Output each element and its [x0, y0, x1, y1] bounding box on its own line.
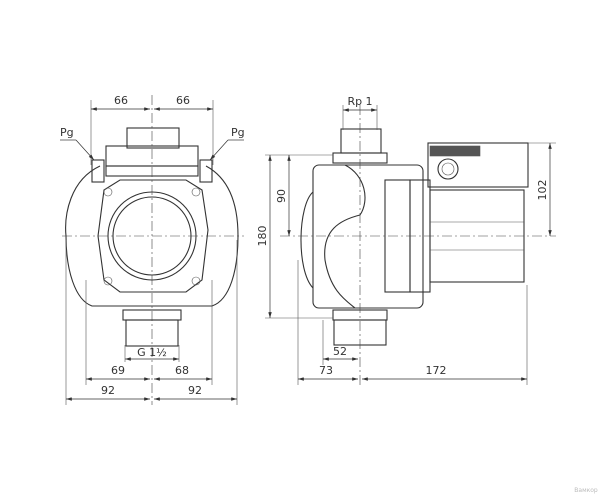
dim-102: 102: [536, 180, 549, 201]
side-body-bulge: [300, 191, 314, 289]
bolt-bottom-left: [103, 276, 113, 286]
front-view: 66 66 Pg Pg G 1½ 69 68 92 92: [60, 94, 245, 405]
pg-leader-left-arrow: [75, 139, 95, 161]
pg-gland-right: [199, 159, 213, 183]
control-box: [427, 142, 529, 188]
dim-66-left: 66: [114, 94, 128, 107]
dim-73: 73: [319, 364, 333, 377]
front-volute: [97, 179, 209, 293]
speed-knob-icon: [437, 158, 459, 180]
pg-label-right: Pg: [231, 126, 245, 139]
dim-92-right: 92: [188, 384, 202, 397]
bolt-top-right: [191, 187, 201, 197]
side-volute-curve: [324, 164, 366, 309]
dim-69: 69: [111, 364, 125, 377]
pg-leader-right-arrow: [209, 139, 229, 161]
dim-52: 52: [333, 345, 347, 358]
side-top-pipe: [340, 128, 382, 154]
thread-rp-label: Rp 1: [347, 95, 372, 108]
side-view: Rp 1 180 90 102 52 73 172: [256, 95, 556, 385]
control-box-vent: [429, 145, 481, 157]
dim-92-left: 92: [101, 384, 115, 397]
dim-66-right: 66: [176, 94, 190, 107]
side-body: [312, 164, 424, 309]
dim-68: 68: [175, 364, 189, 377]
front-top-pipe: [126, 127, 180, 149]
thread-g-label: G 1½: [137, 346, 167, 359]
dim-90: 90: [275, 189, 288, 203]
pg-gland-left: [91, 159, 105, 183]
bolt-top-left: [103, 187, 113, 197]
pg-label-left: Pg: [60, 126, 74, 139]
speed-knob-inner: [441, 162, 455, 176]
dim-180: 180: [256, 226, 269, 247]
dim-172: 172: [426, 364, 447, 377]
bolt-bottom-right: [191, 276, 201, 286]
watermark: Вамкор: [574, 487, 598, 494]
